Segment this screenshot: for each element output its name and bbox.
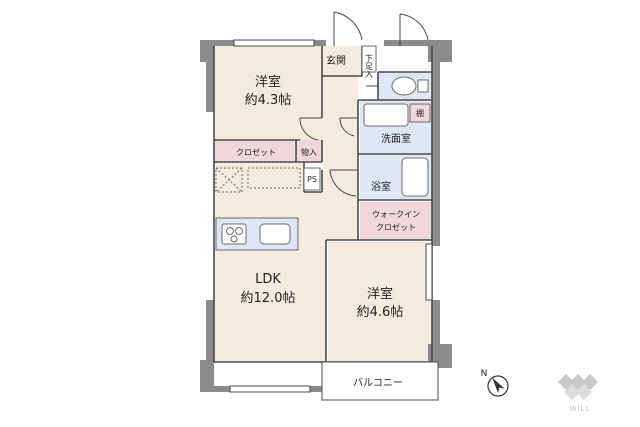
shoe-storage-label: 下足入 [365, 54, 374, 78]
closet-label: クロゼット [236, 147, 276, 157]
bathroom-label: 浴室 [371, 180, 391, 193]
shelf-label: 棚 [416, 108, 424, 118]
room-western-south-floor [328, 242, 432, 362]
doors [299, 11, 429, 197]
burner-2 [235, 227, 243, 235]
front-door-right [399, 13, 429, 46]
compass: N [481, 369, 509, 397]
ldk-name: LDK [255, 272, 281, 287]
entrance-label: 玄関 [326, 54, 346, 67]
room-north-door [299, 117, 322, 141]
washer-space [247, 167, 301, 189]
ldk-size: 約12.0帖 [241, 291, 296, 306]
kitchen-sink [259, 223, 291, 245]
entrance-floor [322, 46, 362, 76]
labels: 洋室 約4.3帖 LDK 約12.0帖 洋室 約4.6帖 玄関 下足入 クロゼッ… [236, 54, 424, 389]
closet-floor [214, 140, 294, 162]
compass-letter: N [481, 369, 488, 379]
storage-floor [296, 140, 322, 162]
bathtub [401, 157, 429, 197]
toilet-bowl [391, 76, 417, 96]
shelf-box [409, 103, 431, 123]
fixtures [215, 45, 431, 251]
walk-in-closet-label-2: クロゼット [376, 222, 416, 232]
balcony-label: バルコニー [353, 377, 403, 389]
room-western-north-floor [214, 46, 322, 140]
shoe-storage-box [361, 45, 377, 73]
bathroom-door [329, 169, 358, 197]
room-western-south-name: 洋室 [367, 286, 393, 302]
burner-1 [226, 227, 234, 235]
pipe-space-label: PS [307, 175, 317, 184]
room-western-north-size: 約4.3帖 [245, 93, 292, 108]
room-western-south-size: 約4.6帖 [357, 305, 404, 320]
washbasin [363, 103, 409, 127]
burner-3 [230, 235, 238, 243]
will-logo: WILL [558, 374, 598, 413]
balcony [321, 361, 439, 401]
washroom-door [339, 117, 358, 137]
fridge-space [215, 167, 243, 193]
walk-in-closet-floor [360, 202, 432, 240]
window-south [229, 385, 311, 393]
window-room-south [425, 243, 433, 301]
compass-needle-icon [492, 377, 505, 394]
room-western-north-name: 洋室 [255, 74, 281, 90]
window-north [233, 39, 315, 47]
pipe-space-box [303, 167, 321, 191]
toilet-tank [417, 79, 429, 93]
washroom-label: 洗面室 [381, 132, 411, 145]
walk-in-closet-label-1: ウォークイン [372, 210, 420, 219]
storage-label: 物入 [301, 147, 317, 157]
will-logo-text: WILL [570, 405, 591, 413]
will-logo-mark-icon [558, 374, 598, 400]
front-door-left [333, 11, 363, 46]
